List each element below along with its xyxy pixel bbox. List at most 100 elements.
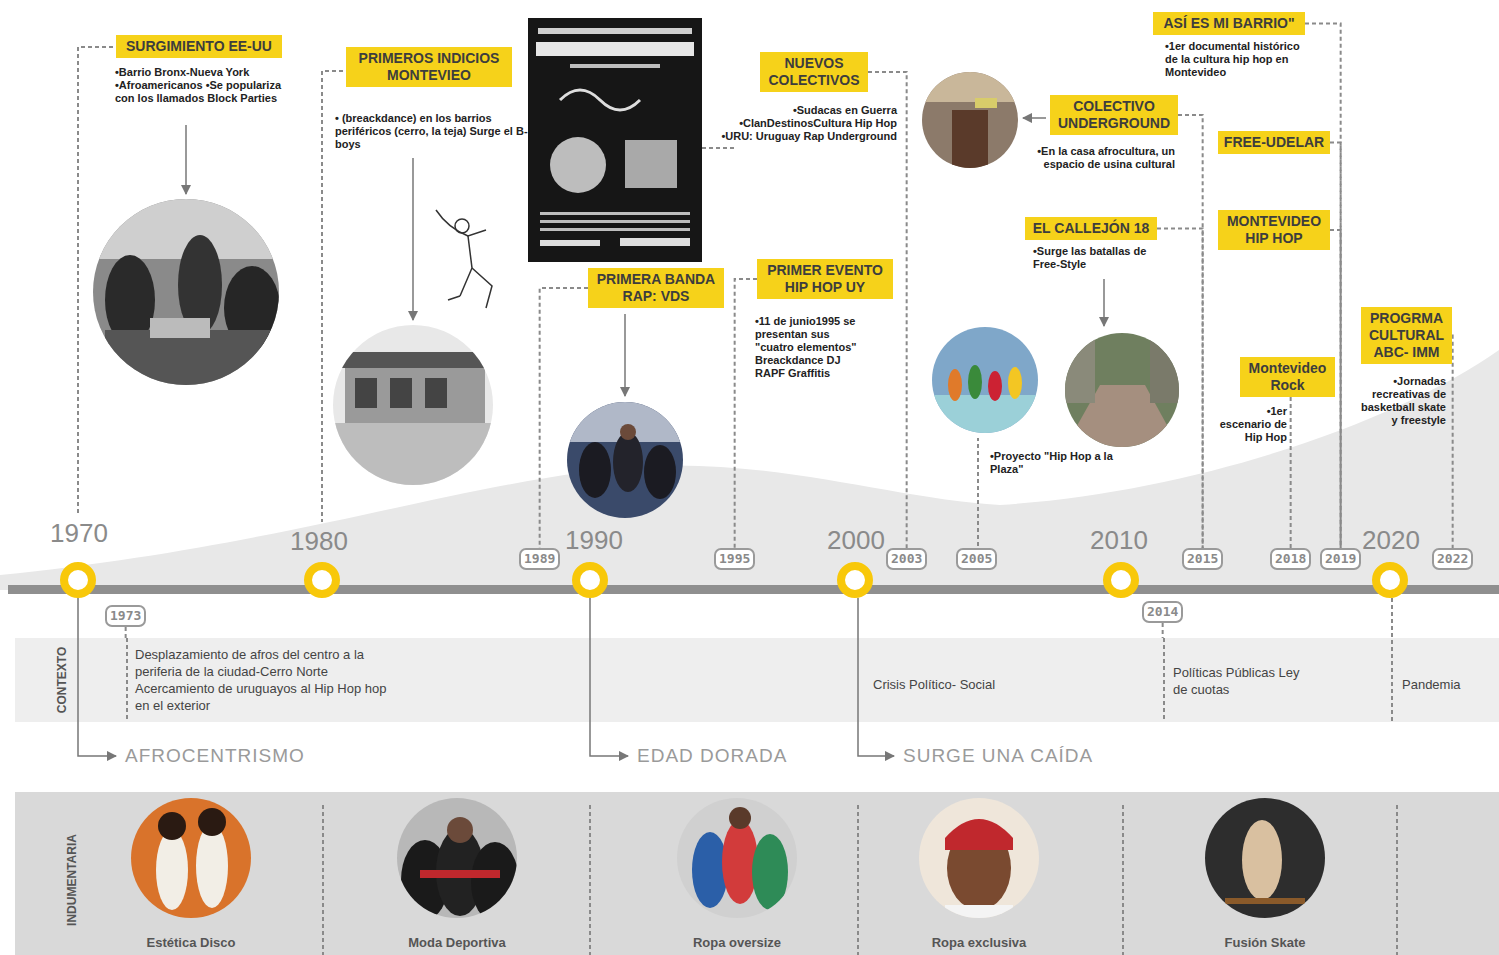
era-label: AFROCENTRISMO xyxy=(125,745,305,767)
fashion-skate-part xyxy=(1205,798,1325,918)
event-poster-part xyxy=(538,28,692,34)
fashion-oversize-part xyxy=(729,807,751,829)
year-badge: 2019 xyxy=(1320,548,1361,570)
leader-line xyxy=(1290,397,1292,548)
year-text: 2003 xyxy=(891,551,922,567)
year-text: 2015 xyxy=(1187,551,1218,567)
context-text: Crisis Político- Social xyxy=(873,676,995,693)
era-label: SURGE UNA CAÍDA xyxy=(903,745,1093,767)
year-badge: 2003 xyxy=(886,548,927,570)
event-poster-part xyxy=(625,140,677,188)
background-shapes-part xyxy=(15,638,1499,722)
bboy-sketch xyxy=(436,210,492,308)
leader-lines-part xyxy=(702,147,737,149)
leader-line xyxy=(1162,623,1164,638)
box-body: •11 de junio1995 se presentan sus "cuatr… xyxy=(755,315,867,380)
photo-station-part xyxy=(355,378,377,408)
leader-line xyxy=(1305,24,1341,549)
leader-lines-part xyxy=(857,805,859,955)
clothing-band: INDUMENTARIA Estética Disco Moda Deportiva… xyxy=(15,792,1499,955)
decade-dots-part xyxy=(1376,566,1404,594)
background-shapes-part xyxy=(8,585,1499,594)
year-text: 2019 xyxy=(1325,551,1356,567)
leader-lines-part xyxy=(589,805,591,955)
clothing-label: Ropa oversize xyxy=(693,935,781,951)
band-title: INDUMENTARIA xyxy=(65,834,79,926)
photo-callejon-part xyxy=(1065,333,1095,403)
event-poster-part xyxy=(540,212,690,215)
event-box: SURGIMIENTO EE-UU•Barrio Bronx-Nueva Yor… xyxy=(116,35,282,58)
context-text: Desplazamiento de afros del centro a la … xyxy=(135,646,397,714)
leader-lines xyxy=(78,47,1397,955)
year-badge: 1995 xyxy=(714,548,755,570)
photo-plaza-part xyxy=(968,365,982,399)
year-badge: 2014 xyxy=(1142,601,1183,623)
fashion-sport-part xyxy=(471,842,519,922)
leader-line xyxy=(1157,229,1203,549)
leader-lines-part xyxy=(1396,805,1398,955)
photo-vds-part xyxy=(613,432,643,492)
box-heading: PROGRMA CULTURAL ABC- IMM xyxy=(1366,310,1447,361)
photo-plaza-part xyxy=(932,327,1038,433)
box-heading: PRIMERA BANDA RAP: VDS xyxy=(593,271,719,305)
arrows-part xyxy=(185,125,187,194)
photo-station-part xyxy=(333,325,493,485)
event-box: Montevideo Rock•1er escenario de Hip Hop xyxy=(1240,357,1335,397)
fashion-skate xyxy=(1205,798,1325,918)
leader-line xyxy=(1330,143,1341,549)
photo-vds-part xyxy=(644,445,676,499)
decade-dots-part xyxy=(1107,566,1135,594)
band-title: CONTEXTO xyxy=(55,647,69,713)
photo-plaza xyxy=(932,327,1038,433)
clothing-label: Estética Disco xyxy=(147,935,236,951)
bboy-sketch-part xyxy=(460,236,472,296)
year-text: 1995 xyxy=(719,551,750,567)
box-body: •En la casa afrocultura, un espacio de u… xyxy=(1020,145,1175,171)
decade-dots-part xyxy=(841,566,869,594)
photo-station-part xyxy=(345,368,485,423)
decade-label: 2020 xyxy=(1362,525,1420,555)
box-heading: EL CALLEJÓN 18 xyxy=(1030,220,1152,237)
fashion-disco xyxy=(131,798,251,918)
fashion-exclusive-part xyxy=(945,905,1013,925)
photo-vds-part xyxy=(620,424,636,440)
leader-lines-part xyxy=(1163,638,1165,722)
fashion-oversize xyxy=(677,798,797,918)
background-shapes-part xyxy=(0,350,1499,590)
photo-station-part xyxy=(333,423,493,485)
decade-label: 1990 xyxy=(565,525,623,555)
fashion-disco-part xyxy=(158,812,186,840)
fashion-sport-part xyxy=(447,817,473,843)
clothing-label: Ropa exclusiva xyxy=(932,935,1027,951)
photo-afrocultura-part xyxy=(952,110,988,168)
photo-afrocultura-part xyxy=(922,72,1018,168)
box-body: •Sudacas en Guerra •ClanDestinosCultura … xyxy=(712,104,897,143)
year-text: 2014 xyxy=(1147,604,1178,620)
arrows-part xyxy=(412,158,414,320)
year-text: 2005 xyxy=(961,551,992,567)
fashion-sport-part xyxy=(420,870,500,878)
photo-plaza-part xyxy=(932,395,1038,433)
box-body: •1er documental histórico de la cultura … xyxy=(1165,40,1305,79)
box-body: •Barrio Bronx-Nueva York •Afroamericanos… xyxy=(115,66,287,105)
box-heading: SURGIMIENTO EE-UU xyxy=(121,38,277,55)
photo-afrocultura xyxy=(922,72,1018,168)
box-heading: ASÍ ES MI BARRIO" xyxy=(1158,15,1300,32)
event-poster-part xyxy=(536,42,694,56)
photo-bronx-part xyxy=(105,330,275,390)
clothing-label: Moda Deportiva xyxy=(408,935,506,951)
event-box: PRIMEROS INDICIOS MONTEVIEO• (breackdanc… xyxy=(346,47,512,87)
leader-line xyxy=(540,288,588,548)
decade-dots-part xyxy=(308,566,336,594)
photo-caption: •Proyecto "Hip Hop a la Plaza" xyxy=(990,450,1130,476)
box-heading: PRIMEROS INDICIOS MONTEVIEO xyxy=(351,50,507,84)
box-heading: Montevideo Rock xyxy=(1245,360,1330,394)
event-poster-part xyxy=(540,240,600,246)
context-text: Políticas Públicas Ley de cuotas xyxy=(1173,664,1303,698)
event-poster-part xyxy=(620,238,690,246)
decade-label: 2000 xyxy=(827,525,885,555)
photo-station xyxy=(333,325,493,485)
decade-dots-part xyxy=(576,566,604,594)
event-poster-part xyxy=(550,137,606,193)
